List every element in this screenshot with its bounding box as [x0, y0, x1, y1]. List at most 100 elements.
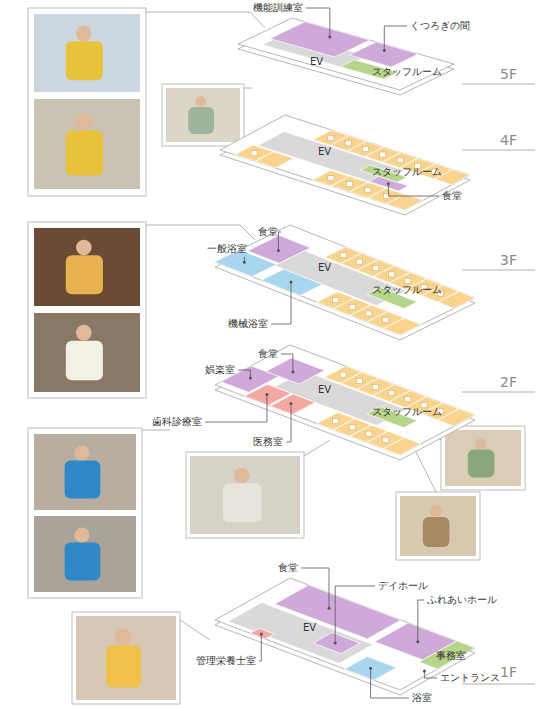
leader-line: [259, 634, 261, 661]
leader-dot: [369, 667, 372, 670]
leader-line: [388, 184, 439, 196]
room-label: 歯科診療室: [152, 416, 202, 428]
photo-figure: [66, 131, 103, 176]
room-icon: [372, 266, 378, 271]
photo: [34, 99, 140, 189]
room-label: 食堂: [258, 348, 278, 360]
photo-figure: [106, 645, 141, 687]
room-label: 食堂: [278, 562, 298, 574]
photo: [34, 516, 136, 592]
room-label: スタッフルーム: [372, 166, 442, 178]
room-icon: [366, 311, 372, 316]
photo-figure: [66, 341, 103, 381]
room-icon: [328, 176, 334, 181]
room-label: EV: [303, 622, 316, 634]
photo-figure: [234, 468, 250, 484]
room-icon: [346, 182, 352, 187]
room-area: [419, 641, 475, 669]
leader-line: [335, 586, 375, 643]
photo-figure: [66, 41, 103, 80]
photo-frame: [162, 84, 244, 146]
photo-figure: [188, 107, 214, 134]
room-label: EV: [318, 262, 331, 274]
room-divider: [383, 438, 404, 449]
photo: [34, 14, 140, 92]
room-icon: [380, 152, 386, 157]
leader-dot: [423, 670, 426, 673]
photo-figure: [75, 113, 93, 131]
floor-line: [462, 150, 535, 151]
leader-line: [271, 282, 291, 324]
photo-frame: [396, 492, 480, 560]
room-divider: [373, 384, 394, 395]
photo-figure: [65, 461, 101, 499]
leader-line: [205, 394, 267, 422]
room-label: 機能訓練室: [253, 2, 303, 14]
room-divider: [357, 378, 378, 389]
photo-frame: [28, 428, 142, 598]
room-icon: [383, 317, 389, 322]
floor-plate: [215, 225, 475, 335]
room-divider: [333, 419, 354, 430]
photo-frame: [186, 452, 304, 538]
leader-line: [424, 671, 437, 678]
room-area: [266, 358, 325, 384]
room-icon: [372, 384, 378, 389]
room-label: 食堂: [442, 190, 462, 202]
room-label: 管理栄養士室: [196, 655, 256, 667]
floor-line: [462, 684, 535, 685]
leader-line: [238, 370, 250, 378]
floor-number: 3F: [500, 252, 517, 268]
room-icon: [405, 278, 411, 283]
room-divider: [255, 152, 273, 162]
room-area: [270, 22, 370, 57]
floor-number: 5F: [500, 66, 517, 82]
photo-figure: [223, 483, 262, 522]
photo-connector: [146, 12, 265, 28]
leader-line: [278, 232, 281, 250]
room-icon: [349, 304, 355, 309]
room-icon: [365, 188, 371, 193]
room-label: エントランス: [440, 672, 500, 684]
room-divider: [341, 372, 362, 383]
leader-dot: [290, 281, 293, 284]
room-icon: [328, 135, 334, 140]
room-divider: [373, 266, 394, 276]
leader-line: [286, 404, 291, 443]
photo: [400, 496, 476, 556]
floor-plate: [220, 115, 470, 210]
room-icon: [356, 259, 362, 264]
room-divider: [350, 305, 371, 315]
photo: [34, 434, 136, 510]
room-label: 事務室: [436, 650, 466, 662]
photo-frame: [28, 8, 146, 196]
room-divider: [333, 298, 354, 308]
photo-connector: [146, 225, 255, 240]
photo: [34, 228, 140, 306]
photo-frame: [72, 612, 180, 704]
room-icon: [345, 141, 351, 146]
room-icon: [389, 391, 395, 396]
floor-number: 4F: [500, 132, 517, 148]
room-icon: [356, 378, 362, 383]
leader-dot: [387, 182, 390, 185]
floor-line: [462, 392, 535, 393]
resident-rooms: [235, 145, 294, 168]
photo: [190, 456, 300, 534]
floor-line: [462, 270, 535, 271]
photo-figure: [430, 505, 442, 517]
room-divider: [367, 431, 388, 442]
room-label: ふれあいホール: [427, 594, 497, 606]
room-label: スタッフルーム: [372, 284, 442, 296]
floor-line: [462, 84, 535, 85]
leader-line: [301, 568, 329, 608]
photo-frame: [441, 426, 525, 490]
room-divider: [389, 272, 410, 282]
leader-dot: [260, 633, 263, 636]
floor-number: 2F: [500, 374, 517, 390]
room-area: [248, 235, 311, 263]
room-divider: [389, 391, 410, 402]
room-divider: [357, 260, 378, 270]
leader-dot: [265, 393, 268, 396]
leader-line: [306, 8, 330, 37]
